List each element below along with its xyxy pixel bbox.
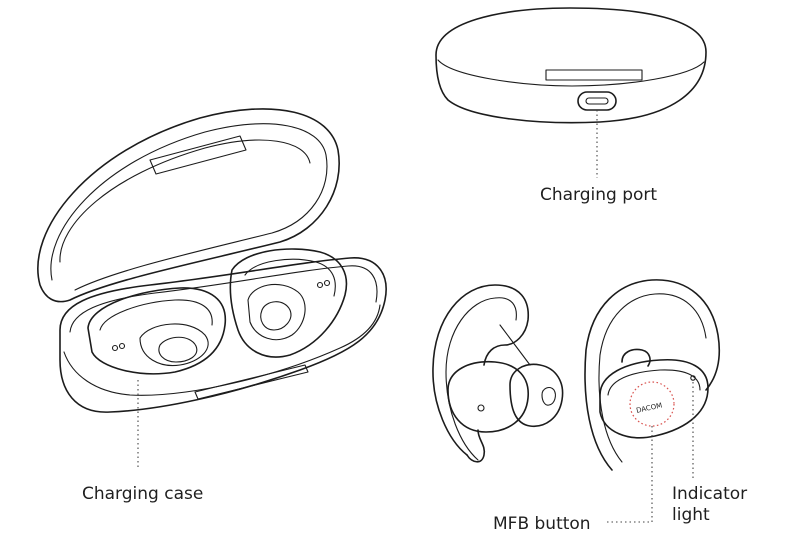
mfb-button-label: MFB button: [493, 514, 591, 534]
indicator-light-label-line2: light: [672, 505, 710, 526]
charging-case-label: Charging case: [82, 484, 204, 504]
closed-charging-case: [435, 7, 707, 124]
logo-text: DACOM: [635, 402, 662, 415]
charging-port-label: Charging port: [540, 185, 658, 205]
indicator-light-label-line1: Indicator: [672, 484, 748, 504]
earbud-front-view: DACOM: [584, 279, 721, 471]
open-charging-case: [37, 108, 387, 413]
earbud-side-view: [432, 284, 564, 463]
leader-mfb-button: [605, 426, 653, 523]
indicator-light-label: Indicator light: [672, 484, 747, 527]
